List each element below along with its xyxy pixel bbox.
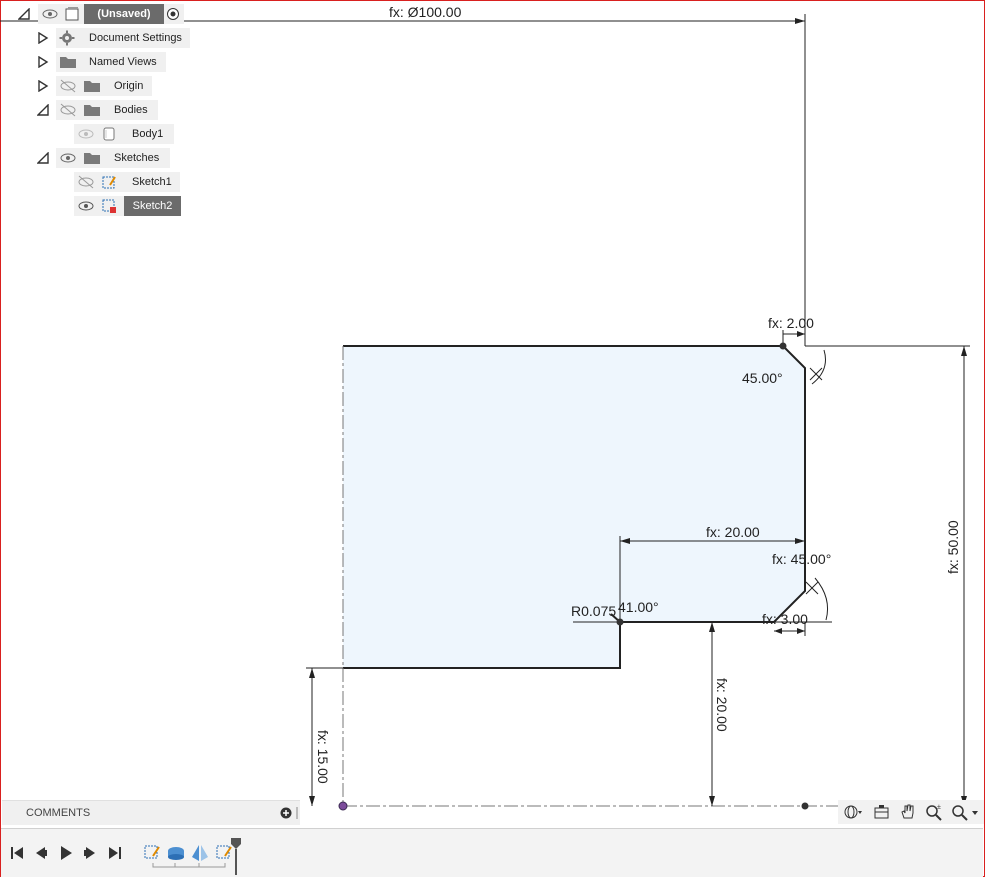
browser-item-document-settings[interactable]: Document Settings (56, 28, 190, 48)
step-back-icon[interactable] (33, 845, 49, 861)
dim-fillet-label[interactable]: R0.075 (571, 603, 616, 619)
dim-chamfer-bottom-width-label[interactable]: fx: 3.00 (762, 611, 808, 627)
triangle-right-icon[interactable] (37, 32, 49, 44)
timeline-bar (1, 828, 983, 877)
triangle-right-icon[interactable] (37, 80, 49, 92)
dim-arrow (620, 538, 630, 544)
browser-item-body1[interactable]: Body1 (74, 124, 174, 144)
folder-icon (60, 57, 76, 68)
dim-height-total-label[interactable]: fx: 50.00 (945, 520, 961, 574)
browser-item-label: Document Settings (89, 32, 182, 44)
dim-arrow (709, 622, 715, 632)
eye-icon[interactable] (42, 7, 58, 21)
comments-label: COMMENTS (26, 807, 91, 819)
dim-arrow (797, 628, 805, 634)
add-comment-icon[interactable] (280, 807, 292, 819)
look-at-icon[interactable] (872, 803, 892, 821)
profile-outline[interactable] (343, 345, 806, 669)
play-icon[interactable] (58, 845, 74, 861)
browser-item-bodies[interactable]: Bodies (56, 100, 158, 120)
browser-item-sketches[interactable]: Sketches (56, 148, 170, 168)
sketch-point[interactable] (779, 342, 787, 350)
sketch-locked-icon (102, 199, 116, 213)
browser-item-label: Origin (114, 80, 144, 92)
dim-arrow (309, 668, 315, 678)
timeline-marker-icon[interactable] (230, 837, 242, 875)
timeline-plane-feature-icon[interactable] (191, 843, 209, 863)
navigation-bar: ± (838, 800, 984, 824)
triangle-right-icon[interactable] (37, 56, 49, 68)
dim-chamfer-top-width-label[interactable]: fx: 2.00 (768, 315, 814, 331)
go-to-start-icon[interactable] (9, 845, 25, 861)
timeline-sketch2-feature-icon[interactable] (215, 843, 235, 863)
dim-chamfer-top-arc (811, 349, 826, 385)
browser-item-label: Body1 (132, 128, 164, 140)
sketch-point[interactable] (616, 618, 624, 626)
eye-hidden-icon[interactable] (77, 175, 95, 189)
dim-chamfer-bottom-angle-label[interactable]: fx: 45.00° (772, 551, 831, 567)
dim-arrow (795, 538, 805, 544)
dim-height-step-label[interactable]: fx: 20.00 (714, 678, 730, 732)
browser-item-named-views[interactable]: Named Views (56, 52, 166, 72)
triangle-down-icon[interactable] (37, 152, 49, 164)
dim-arrow (795, 18, 805, 24)
svg-text:±: ± (937, 804, 941, 811)
activate-radio-icon[interactable] (166, 7, 180, 21)
folder-icon (84, 81, 100, 92)
zoom-window-icon[interactable] (950, 803, 980, 821)
sketch-point[interactable] (801, 802, 809, 810)
browser-item-label-selected: Sketch2 (124, 196, 181, 216)
dim-arrow (797, 331, 805, 337)
browser-item-sketch1[interactable]: Sketch1 (74, 172, 180, 192)
triangle-down-icon[interactable] (37, 104, 49, 116)
dim-chamfer-top-angle-label[interactable]: 45.00° (742, 370, 783, 386)
folder-icon (84, 105, 100, 116)
browser-root-row[interactable]: (Unsaved) (38, 4, 184, 24)
pan-hand-icon[interactable] (898, 803, 918, 821)
dim-fillet-angle-label[interactable]: 41.00° (618, 599, 659, 615)
dim-x-mark (809, 367, 823, 381)
sketch-profile[interactable] (343, 346, 805, 668)
dim-arrow (774, 628, 782, 634)
eye-icon[interactable] (77, 199, 95, 213)
browser-item-label: Named Views (89, 56, 157, 68)
eye-icon[interactable] (77, 127, 95, 141)
document-name[interactable]: (Unsaved) (84, 4, 164, 24)
folder-icon (84, 153, 100, 164)
comments-panel[interactable]: COMMENTS (2, 800, 300, 825)
origin-point[interactable] (338, 801, 348, 811)
triangle-down-icon[interactable] (18, 8, 30, 20)
timeline-revolve-feature-icon[interactable] (166, 843, 186, 863)
browser-item-label: Sketch1 (132, 176, 172, 188)
zoom-icon[interactable]: ± (924, 803, 944, 821)
sketch-icon (102, 176, 116, 189)
body-icon (103, 127, 115, 141)
dim-x-mark (805, 581, 819, 595)
eye-hidden-icon[interactable] (59, 103, 77, 117)
eye-icon[interactable] (59, 151, 77, 165)
dim-height-bottom-label[interactable]: fx: 15.00 (315, 730, 331, 784)
orbit-icon[interactable] (842, 803, 862, 821)
browser-item-label: Sketches (114, 152, 160, 164)
browser-item-label: Bodies (114, 104, 148, 116)
timeline-sketch-feature-icon[interactable] (143, 843, 161, 863)
step-forward-icon[interactable] (82, 845, 98, 861)
eye-hidden-icon[interactable] (59, 79, 77, 93)
dim-arrow (309, 796, 315, 806)
dim-step-width-label[interactable]: fx: 20.00 (706, 524, 760, 540)
gear-icon (59, 30, 75, 46)
browser-item-origin[interactable]: Origin (56, 76, 152, 96)
dim-chamfer-bottom-arc (814, 577, 829, 621)
dim-diameter-label[interactable]: fx: Ø100.00 (389, 4, 462, 20)
panel-resize-handle-icon[interactable] (294, 806, 300, 820)
timeline-group-bracket (152, 863, 226, 868)
dim-arrow (709, 796, 715, 806)
browser-panel: (Unsaved) Document Settings Named Views … (0, 0, 200, 220)
go-to-end-icon[interactable] (107, 845, 123, 861)
component-icon (65, 7, 79, 21)
browser-item-sketch2[interactable]: Sketch2 (74, 196, 181, 216)
dim-arrow (961, 346, 967, 356)
